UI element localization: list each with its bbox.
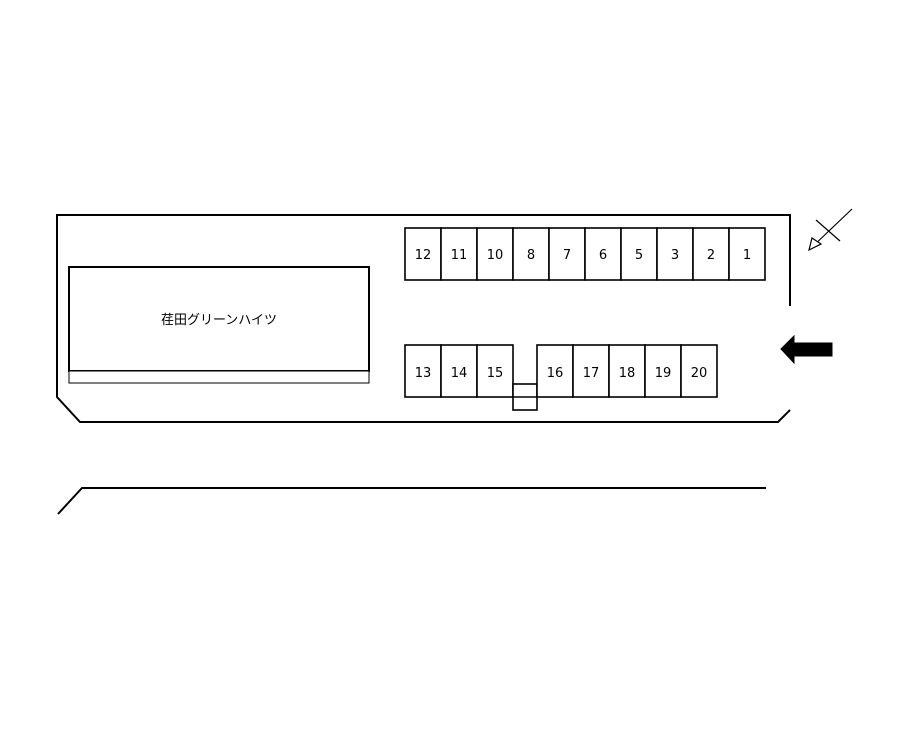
parking-space: 2 [692, 227, 730, 281]
site-boundary [56, 214, 791, 423]
parking-space: 11 [440, 227, 478, 281]
parking-space-number: 2 [707, 248, 715, 263]
parking-space-number: 11 [451, 248, 468, 263]
parking-space-number: 5 [635, 248, 643, 263]
parking-space-number: 14 [451, 366, 468, 381]
parking-space: 12 [404, 227, 442, 281]
north-arrow-icon [808, 208, 853, 252]
parking-space-number: 19 [655, 366, 672, 381]
parking-space-number: 6 [599, 248, 607, 263]
parking-space: 13 [404, 344, 442, 398]
parking-row-top: 12 11 10 8 7 6 5 3 [404, 227, 766, 281]
parking-space-number: 13 [415, 366, 432, 381]
parking-space: 1 [728, 227, 766, 281]
building-eave [68, 370, 370, 384]
building: 荏田グリーンハイツ [68, 266, 370, 384]
parking-space: 15 [476, 344, 514, 398]
entrance-arrow-icon [780, 334, 833, 365]
parking-space-number: 15 [487, 366, 504, 381]
parking-space: 16 [536, 344, 574, 398]
road-line [57, 487, 766, 515]
small-structure [512, 383, 538, 411]
parking-space-number: 12 [415, 248, 432, 263]
parking-space: 3 [656, 227, 694, 281]
parking-space-number: 8 [527, 248, 535, 263]
parking-space: 19 [644, 344, 682, 398]
parking-space: 8 [512, 227, 550, 281]
parking-space: 10 [476, 227, 514, 281]
parking-space-number: 18 [619, 366, 636, 381]
building-name: 荏田グリーンハイツ [161, 313, 277, 328]
parking-space: 20 [680, 344, 718, 398]
parking-space-number: 16 [547, 366, 564, 381]
parking-space-number: 1 [743, 248, 751, 263]
parking-space-number: 3 [671, 248, 679, 263]
parking-row-bottom-right: 16 17 18 19 20 [536, 344, 718, 398]
parking-space-number: 17 [583, 366, 600, 381]
parking-space: 5 [620, 227, 658, 281]
parking-space-number: 20 [691, 366, 708, 381]
parking-space-number: 7 [563, 248, 571, 263]
parking-space: 7 [548, 227, 586, 281]
parking-row-bottom-left: 13 14 15 [404, 344, 514, 398]
parking-space: 17 [572, 344, 610, 398]
parking-space: 14 [440, 344, 478, 398]
parking-space: 18 [608, 344, 646, 398]
parking-space: 6 [584, 227, 622, 281]
parking-space-number: 10 [487, 248, 504, 263]
